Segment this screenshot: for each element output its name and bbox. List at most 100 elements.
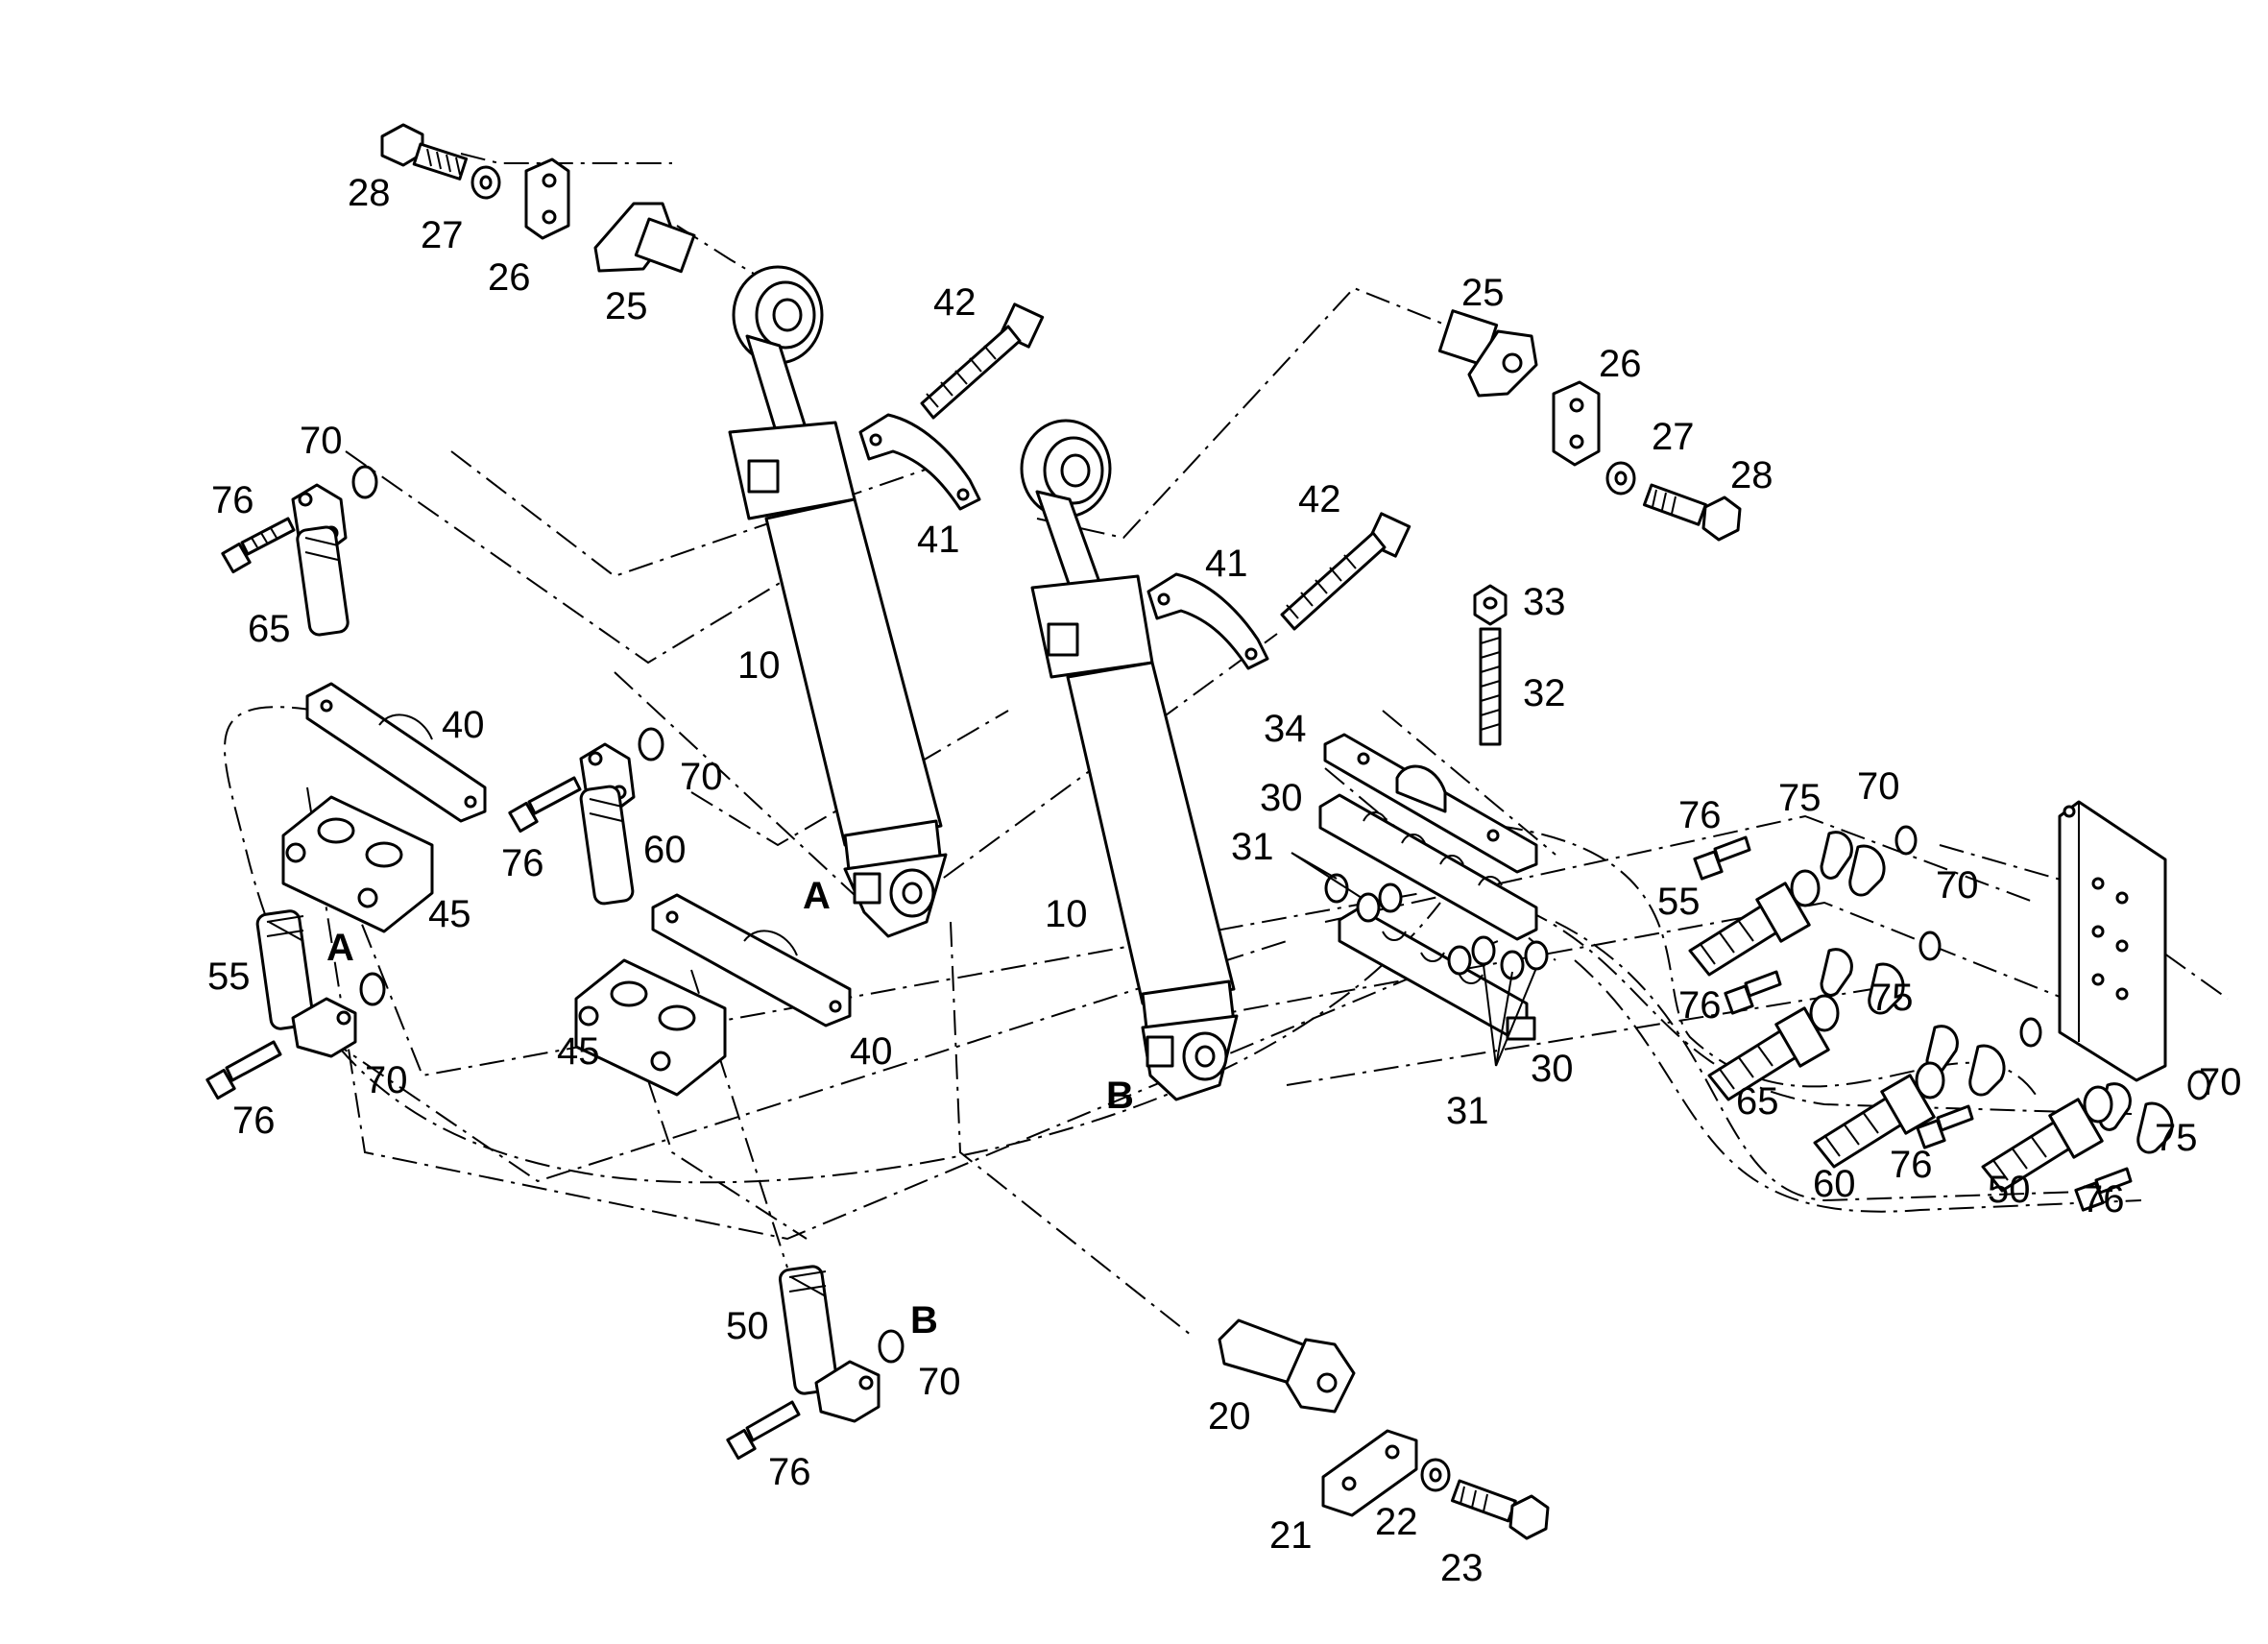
o-ring-70-b	[638, 727, 664, 762]
washer-27-right	[1605, 461, 1636, 496]
callout-41: 41	[917, 519, 960, 561]
assembly-center-lines	[224, 153, 2229, 1336]
callout-70: 70	[1936, 864, 1979, 907]
plate-21	[1321, 1429, 1418, 1517]
callout-70: 70	[1857, 765, 1900, 808]
callout-20: 20	[1208, 1395, 1251, 1438]
callout-45: 45	[557, 1030, 600, 1073]
clamp-26-top-left	[524, 157, 570, 240]
marker-a-cylinder: A	[803, 875, 831, 917]
screw-76-e	[1724, 970, 1782, 1015]
cylinder-10-a	[728, 265, 948, 938]
o-ring-70-a	[351, 465, 378, 499]
callout-21: 21	[1269, 1514, 1313, 1557]
o-ring-70-d	[1894, 825, 1918, 856]
hose-fitting-55-a	[255, 909, 357, 1058]
bolt-42-b	[1280, 512, 1411, 631]
flange-fitting-65-a	[291, 483, 350, 637]
o-ring-70-f	[2019, 1017, 2042, 1048]
screw-76-f	[1916, 1104, 1974, 1149]
marker-b-cylinder: B	[1106, 1075, 1134, 1117]
washer-22	[1420, 1458, 1451, 1492]
hose-end-65-b	[1707, 994, 1840, 1101]
callout-76: 76	[1678, 984, 1722, 1027]
callout-76: 76	[211, 479, 254, 521]
hose-end-55-b	[1688, 869, 1821, 977]
callout-65: 65	[1736, 1080, 1779, 1123]
screw-76-h	[726, 1400, 801, 1461]
hose-end-50-b	[1981, 1085, 2113, 1193]
callout-70: 70	[300, 420, 343, 462]
clamp-block-45-a	[281, 795, 434, 933]
callout-76: 76	[2082, 1178, 2125, 1221]
o-ring-70-c	[359, 972, 386, 1006]
callout-28: 28	[1730, 454, 1773, 496]
callout-76: 76	[1678, 794, 1722, 836]
callout-26: 26	[1599, 343, 1642, 385]
callout-25: 25	[1461, 272, 1505, 314]
callout-34: 34	[1264, 708, 1307, 750]
screw-76-a	[221, 517, 296, 574]
strip-34	[1323, 733, 1538, 874]
screw-76-b	[508, 776, 582, 834]
callout-70: 70	[680, 756, 723, 798]
callout-27: 27	[421, 214, 464, 256]
screw-76-c	[205, 1040, 282, 1100]
callout-42: 42	[1298, 478, 1341, 520]
callout-27: 27	[1652, 416, 1695, 458]
split-flange-75-c	[1925, 1025, 2006, 1097]
marker-b-bottom: B	[910, 1299, 938, 1342]
callout-50: 50	[1988, 1169, 2031, 1211]
callout-26: 26	[488, 256, 531, 299]
bolt-28-top-left	[380, 123, 469, 181]
callout-76: 76	[232, 1100, 276, 1142]
callout-10: 10	[737, 644, 781, 687]
callout-22: 22	[1375, 1501, 1418, 1543]
split-flange-75-b	[1820, 948, 1905, 1015]
callout-30: 30	[1531, 1048, 1574, 1090]
callout-40: 40	[442, 704, 485, 746]
plate-40-b	[651, 893, 852, 1028]
washer-27-top-left	[470, 165, 501, 200]
callout-70: 70	[2199, 1061, 2242, 1103]
callout-55: 55	[1657, 881, 1701, 923]
callout-76: 76	[1890, 1144, 1933, 1186]
clamp-41-b	[1146, 572, 1269, 670]
pin-25-right	[1437, 309, 1538, 398]
callout-28: 28	[348, 172, 391, 214]
callout-76: 76	[768, 1451, 811, 1493]
insert-31-a	[1324, 873, 1403, 923]
bolt-23	[1450, 1479, 1550, 1540]
callout-31: 31	[1446, 1090, 1489, 1132]
clamp-26-right	[1552, 380, 1601, 467]
o-ring-70-g	[878, 1329, 905, 1364]
callout-45: 45	[428, 893, 471, 935]
callout-60: 60	[1813, 1163, 1856, 1205]
pin-25-top-left	[593, 202, 696, 274]
callout-31: 31	[1231, 826, 1274, 868]
stud-32	[1479, 627, 1502, 746]
manifold-block	[2058, 800, 2167, 1082]
split-flange-75-a	[1820, 831, 1886, 897]
callout-labels: 28 27 26 25 42 41 70 76 65 10 40 45 70 7…	[207, 172, 2242, 1589]
pin-20	[1218, 1318, 1356, 1414]
o-ring-70-h	[2187, 1070, 2210, 1100]
callout-33: 33	[1523, 581, 1566, 623]
o-ring-70-e	[1918, 931, 1942, 961]
callout-70: 70	[365, 1059, 408, 1101]
leader-lines-31	[1291, 852, 1537, 1067]
clamp-block-45-b	[574, 958, 727, 1097]
screw-76-d	[1693, 835, 1751, 881]
callout-65: 65	[248, 608, 291, 650]
callout-75: 75	[1870, 977, 1914, 1019]
callout-75: 75	[2155, 1117, 2198, 1159]
screw-76-g	[2074, 1167, 2133, 1212]
callout-60: 60	[643, 829, 687, 871]
callout-25: 25	[605, 285, 648, 327]
clamp-half-30-a	[1318, 793, 1538, 941]
bolt-42-a	[920, 302, 1045, 420]
callout-42: 42	[933, 281, 977, 324]
hose-fitting-50-a	[778, 1265, 881, 1423]
callout-50: 50	[726, 1305, 769, 1347]
